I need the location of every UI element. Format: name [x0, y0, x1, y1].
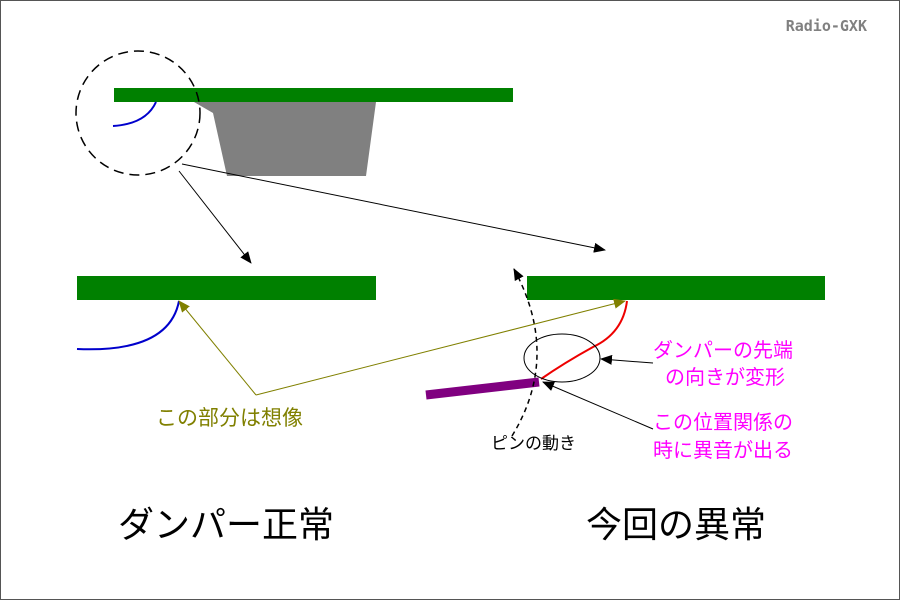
zoom-arrow-left	[178, 170, 252, 264]
highlight-ellipse	[523, 333, 601, 383]
position-arrow	[542, 381, 654, 430]
zoom-arrow-right	[181, 163, 606, 253]
gray-block	[194, 102, 376, 176]
pin-motion-dashed-arrow	[511, 268, 538, 437]
position-label-line2: 時に異音が出る	[653, 438, 793, 462]
caption-normal: ダンパー正常	[118, 505, 334, 546]
position-label-line1: この位置関係の	[653, 410, 793, 434]
watermark-text: Radio-GXK	[786, 17, 867, 35]
damper-tip-label-line2: の向きが変形	[665, 365, 785, 389]
damper-tip-label-line1: ダンパーの先端	[653, 338, 793, 362]
top-green-plate	[114, 88, 513, 102]
olive-arrow-left	[178, 300, 257, 396]
caption-abnormal: 今回の異常	[586, 505, 766, 546]
purple-pin	[425, 377, 540, 400]
imagined-part-label: この部分は想像	[156, 406, 303, 430]
olive-arrow-right	[255, 298, 626, 396]
left-green-plate	[77, 276, 376, 300]
top-blue-damper	[112, 101, 157, 127]
right-red-damper	[540, 300, 628, 380]
pin-motion-label: ピンの動き	[491, 434, 576, 454]
detail-dashed-circle	[75, 50, 201, 176]
left-blue-damper	[76, 300, 180, 351]
damper-tip-arrow	[600, 354, 654, 365]
right-green-plate	[527, 276, 825, 300]
